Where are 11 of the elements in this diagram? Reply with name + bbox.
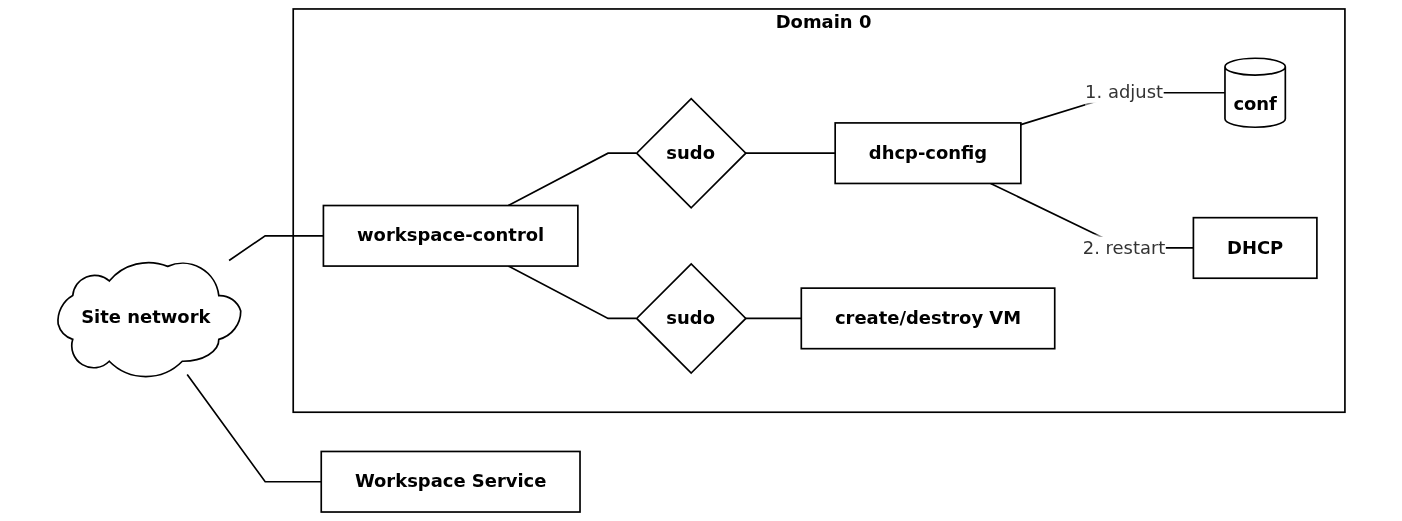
node-box: dhcp-config	[833, 122, 1022, 185]
node-box: workspace-control	[322, 204, 579, 267]
node-box: Workspace Service	[319, 450, 581, 513]
edge-label: 2. restart	[1082, 236, 1165, 259]
node-box: create/destroy VM	[800, 287, 1056, 350]
node-box: DHCP	[1192, 216, 1318, 280]
node-diamond: sudo	[635, 97, 747, 209]
node-diamond: sudo	[635, 262, 747, 375]
connector	[507, 265, 637, 320]
connector	[507, 152, 637, 207]
edge-label: 1. adjust	[1084, 81, 1163, 103]
